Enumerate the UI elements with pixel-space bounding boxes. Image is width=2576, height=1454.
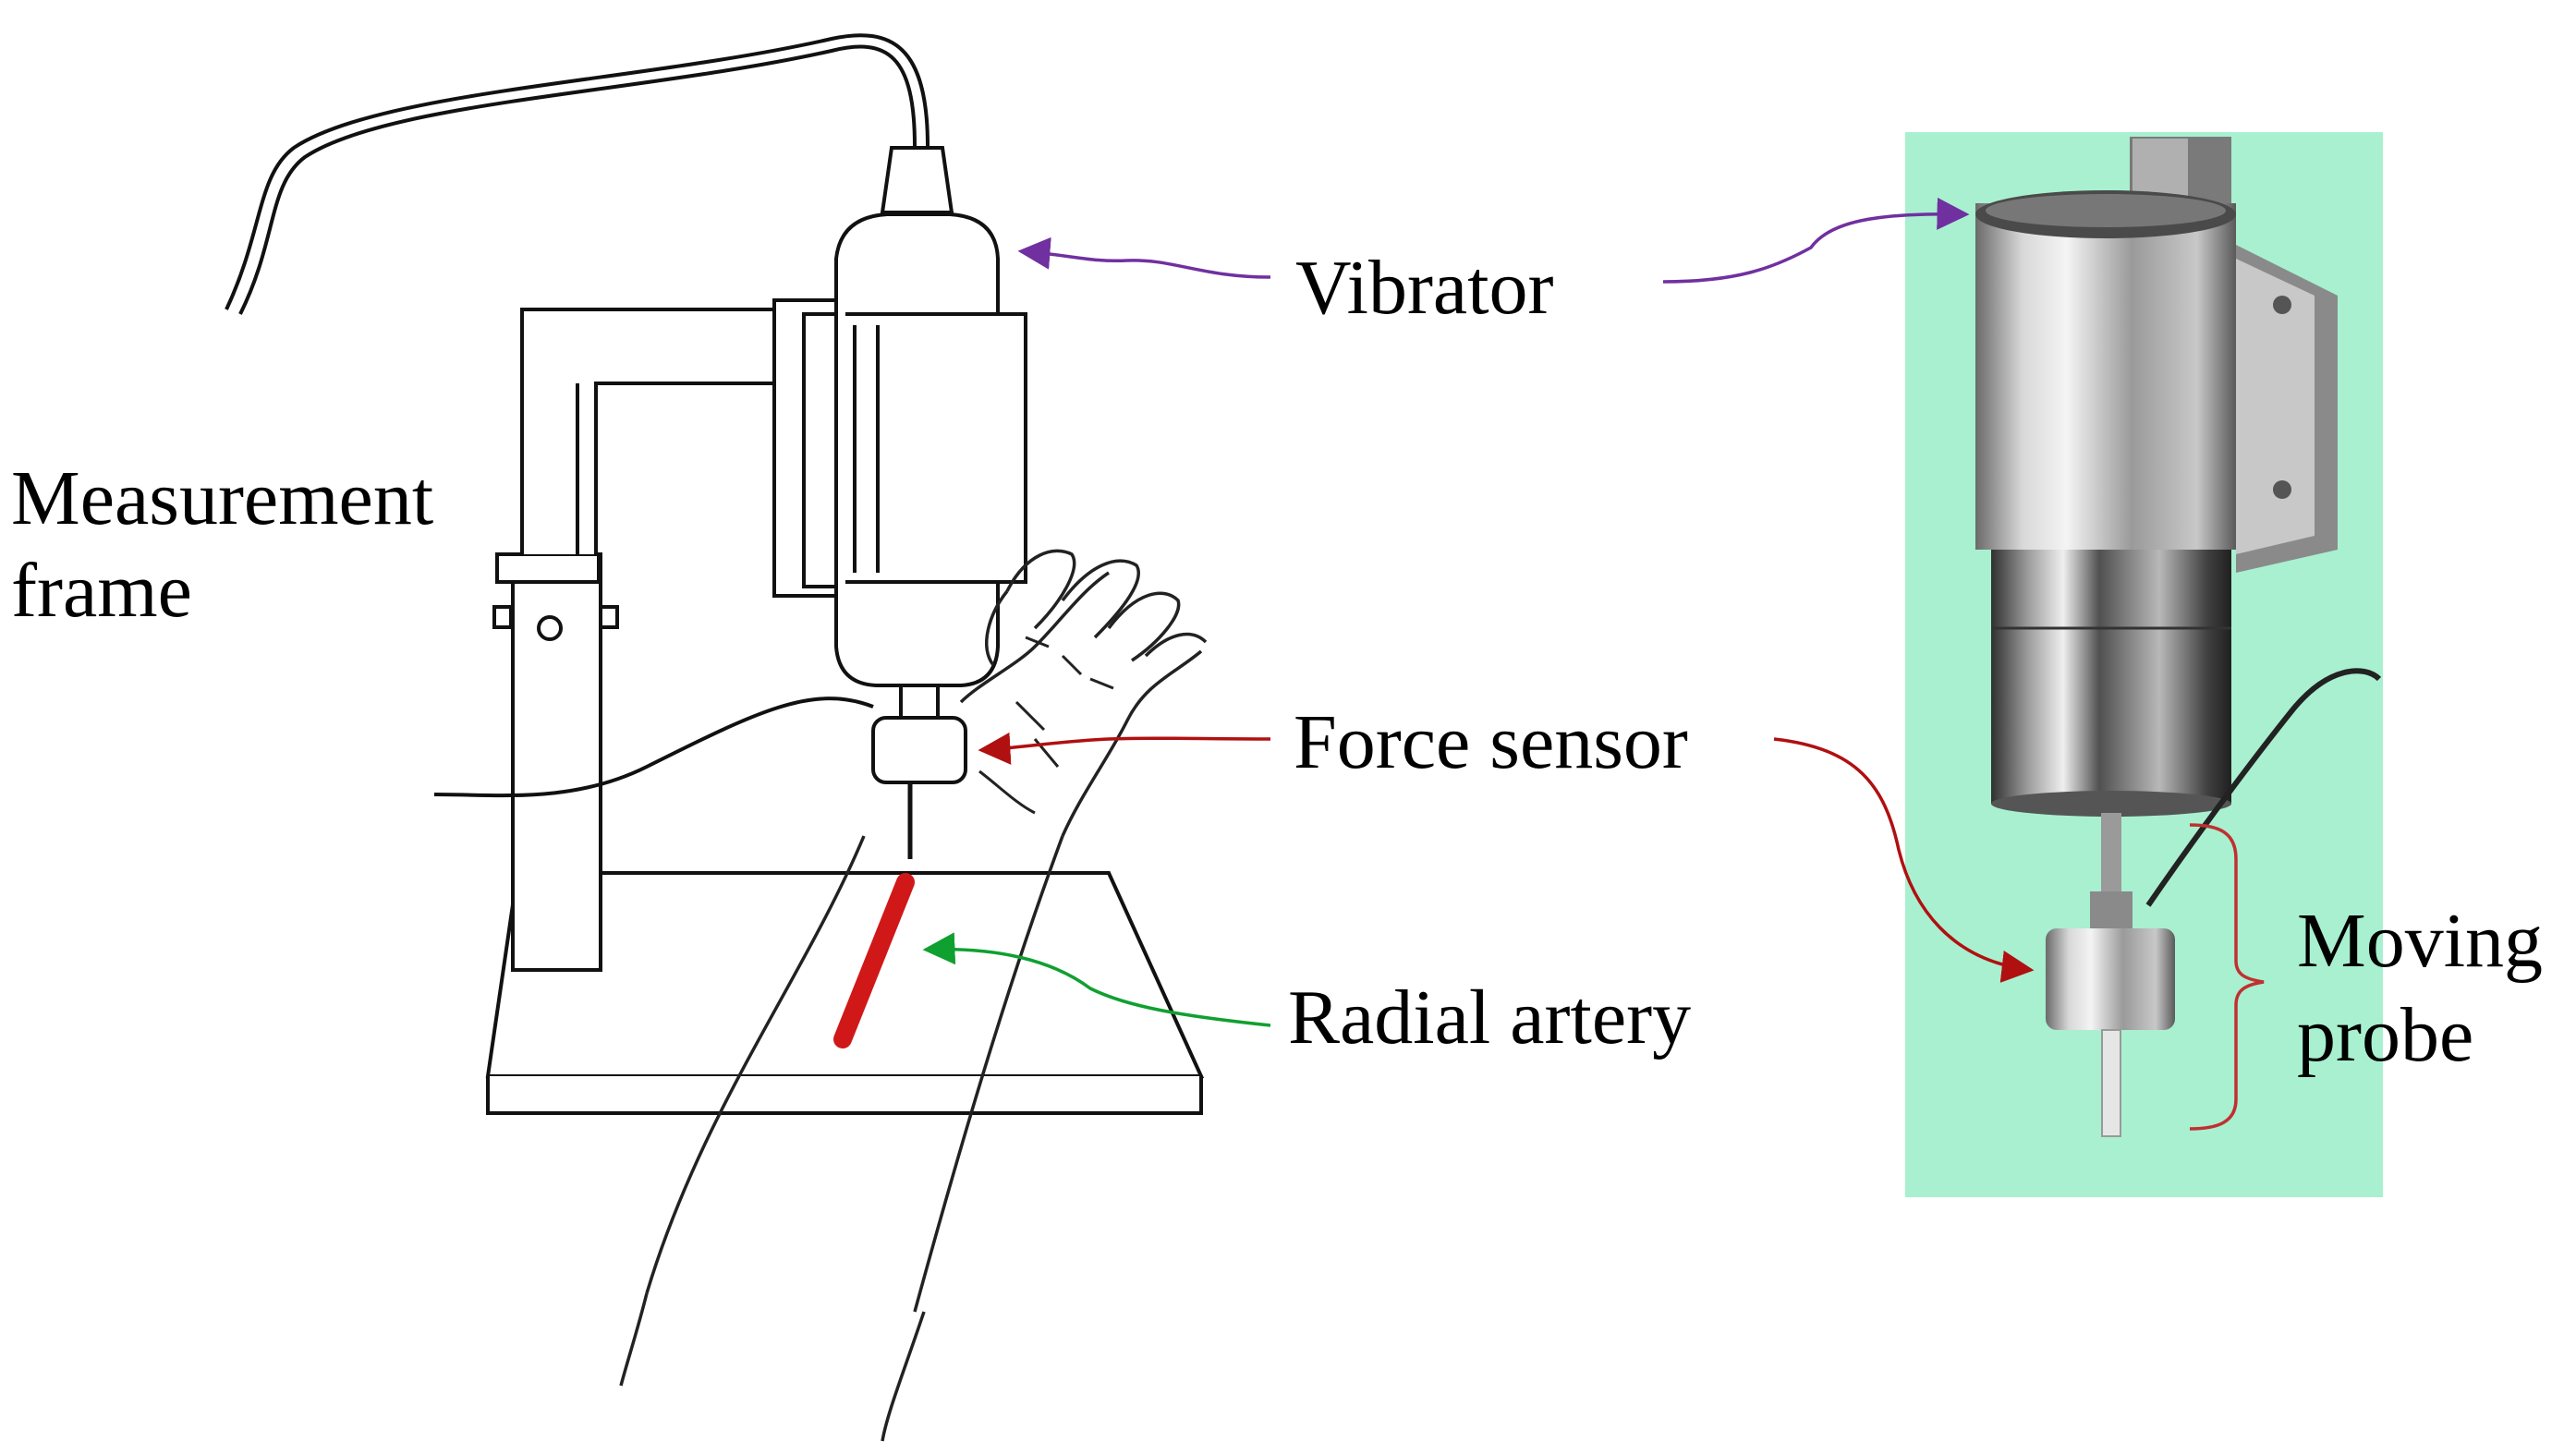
force-sensor-label: Force sensor xyxy=(1294,699,1688,785)
moving-label-line2: probe xyxy=(2297,992,2474,1078)
moving-probe-bracket xyxy=(2189,823,2265,1131)
hand-and-arm-sketch xyxy=(619,549,1208,1442)
measurement-frame-label: Measurement frame xyxy=(11,453,529,637)
vibrator-body-drawing xyxy=(880,146,954,214)
radial-artery-mark xyxy=(833,873,915,1048)
radial-artery-arrow xyxy=(922,932,1271,1027)
vibrator-cable xyxy=(238,44,917,315)
moving-probe-label: Moving probe xyxy=(2297,894,2574,1083)
vibrator-label: Vibrator xyxy=(1295,245,1554,331)
force-sensor-arrow-right xyxy=(1773,737,2035,983)
moving-label-line1: Moving xyxy=(2297,898,2544,984)
force-sensor-photo xyxy=(2046,928,2175,1030)
measurement-label-line2: frame xyxy=(11,548,192,634)
radial-artery-label: Radial artery xyxy=(1288,975,1692,1060)
measurement-label-line1: Measurement xyxy=(11,455,434,541)
force-sensor-drawing xyxy=(871,716,967,784)
frame-arm xyxy=(520,308,778,554)
force-sensor-arrow-left xyxy=(978,732,1271,765)
vibrator-arrow-left xyxy=(1017,236,1271,279)
vibrator-arrow-right xyxy=(1662,197,1970,284)
probe-photo xyxy=(1905,132,2383,1197)
measurement-frame-drawing xyxy=(225,33,1205,1115)
